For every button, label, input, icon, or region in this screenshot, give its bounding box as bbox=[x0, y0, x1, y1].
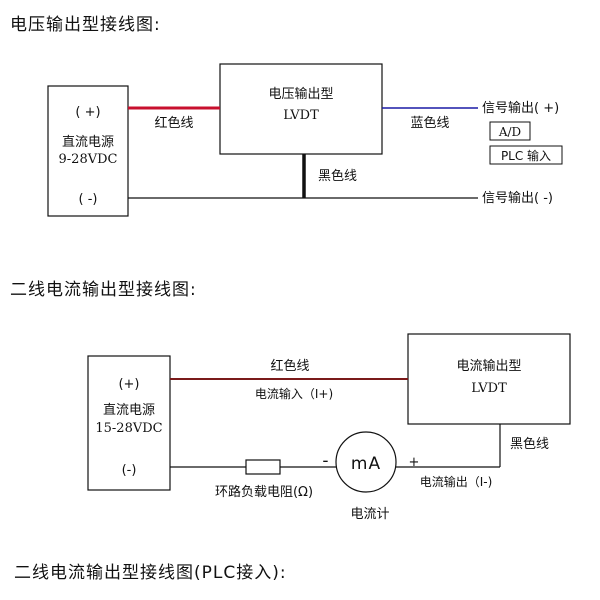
plc-section-title: 二线电流输出型接线图(PLC接入): bbox=[14, 563, 287, 583]
ad-box bbox=[489, 121, 531, 141]
current-black-wire-label: 黑色线 bbox=[510, 436, 549, 452]
current-section-title: 二线电流输出型接线图: bbox=[10, 280, 197, 300]
ammeter-minus-sign: - bbox=[322, 451, 329, 471]
ammeter-plus-sign: + bbox=[409, 455, 420, 470]
load-resistor-icon bbox=[245, 459, 281, 475]
current-lvdt-name: 电流输出型 bbox=[456, 358, 521, 374]
current-psu-plus: (+) bbox=[118, 377, 139, 392]
plc-input-label: PLC 输入 bbox=[501, 148, 551, 163]
current-lvdt-model: LVDT bbox=[471, 381, 507, 396]
voltage-black-wire-label: 黑色线 bbox=[318, 168, 357, 184]
voltage-psu-box bbox=[47, 85, 129, 217]
voltage-signal-plus: 信号输出( +) bbox=[482, 100, 559, 116]
voltage-lvdt-name: 电压输出型 bbox=[268, 86, 333, 102]
plc-input-box bbox=[489, 145, 563, 165]
voltage-psu-range: 9-28VDC bbox=[59, 152, 118, 167]
voltage-psu-minus: ( -) bbox=[79, 192, 98, 207]
voltage-blue-wire-label: 蓝色线 bbox=[410, 115, 449, 131]
voltage-section-title: 电压输出型接线图: bbox=[10, 15, 161, 35]
voltage-signal-minus: 信号输出( -) bbox=[482, 190, 553, 206]
current-red-wire-label: 红色线 bbox=[270, 358, 309, 374]
current-output-label: 电流输出（I-) bbox=[420, 474, 493, 489]
ammeter-label: 电流计 bbox=[350, 507, 389, 522]
current-lvdt-box bbox=[407, 333, 571, 425]
current-psu-range: 15-28VDC bbox=[95, 421, 162, 436]
current-input-label: 电流输入（I+) bbox=[255, 386, 333, 401]
voltage-psu-plus: ( +) bbox=[75, 105, 100, 120]
voltage-lvdt-model: LVDT bbox=[283, 108, 319, 123]
ad-box-label: A/D bbox=[498, 125, 521, 139]
ammeter-unit: mA bbox=[351, 454, 381, 474]
voltage-red-wire-label: 红色线 bbox=[154, 115, 193, 131]
current-psu-box bbox=[87, 355, 171, 491]
current-psu-minus: (-) bbox=[122, 463, 137, 478]
voltage-psu-name: 直流电源 bbox=[62, 135, 114, 150]
ammeter-icon bbox=[335, 431, 397, 493]
current-psu-name: 直流电源 bbox=[103, 403, 155, 418]
load-resistor-label: 环路负载电阻(Ω) bbox=[215, 484, 313, 500]
